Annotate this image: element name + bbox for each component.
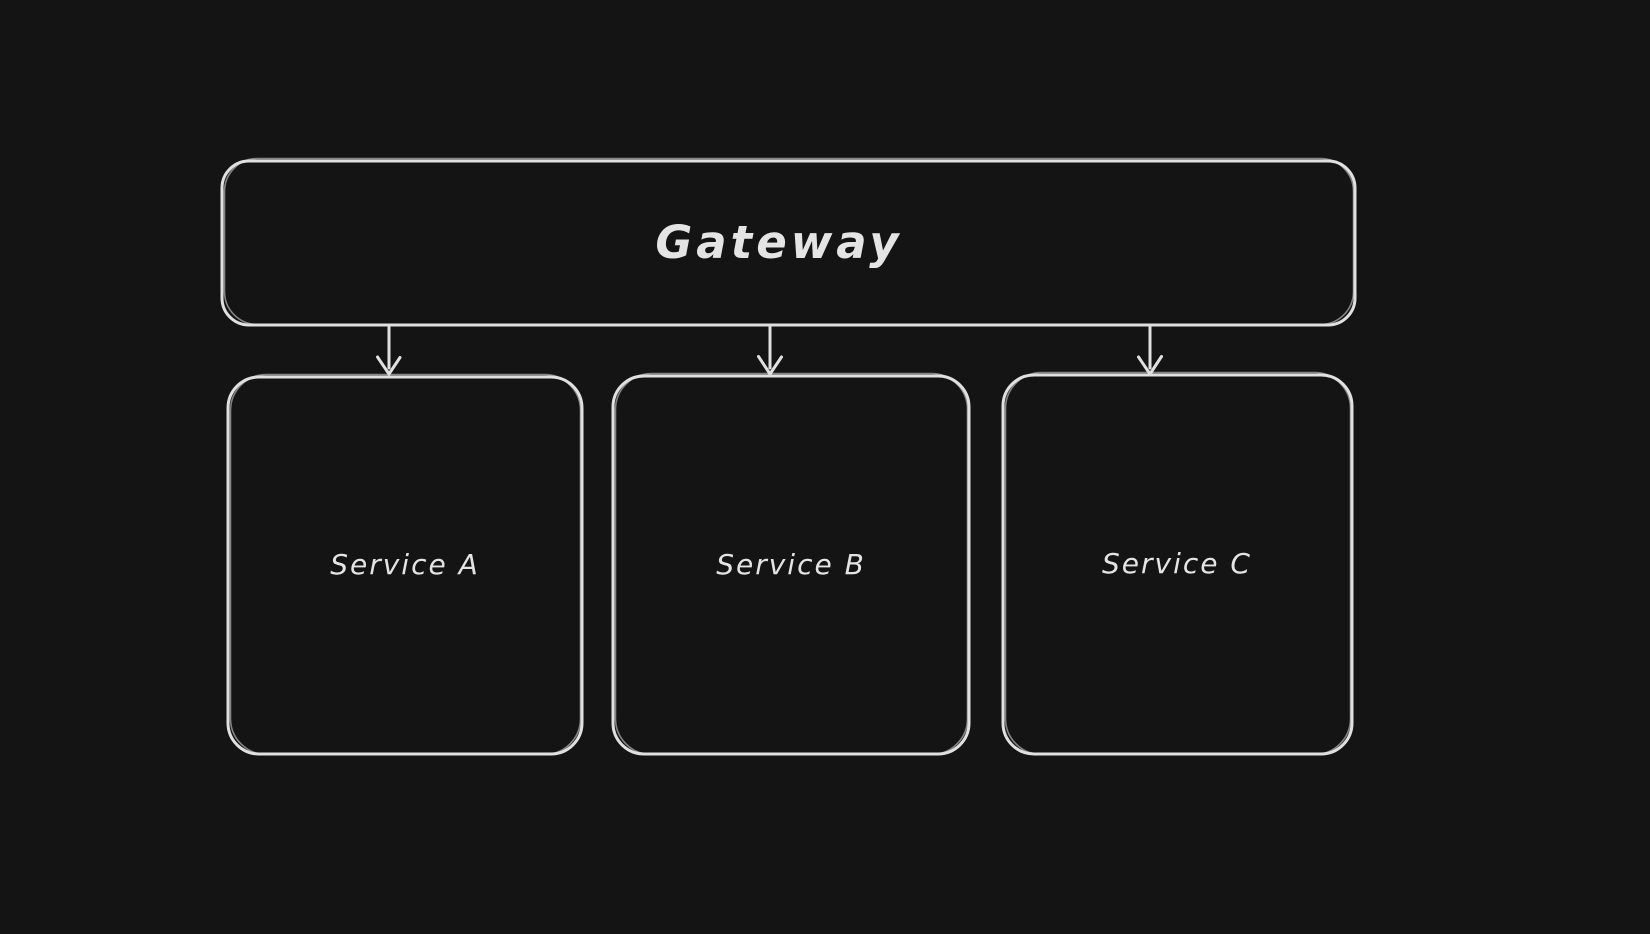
gateway-box-echo [223,157,1355,326]
edge-gateway-service-c[interactable] [1137,325,1163,376]
node-service-c[interactable]: Service C [1001,371,1354,756]
service-b-box-echo [614,372,969,756]
edge-gateway-service-a[interactable] [376,325,402,376]
service-b-label: Service B [716,548,866,581]
node-gateway[interactable]: Gateway [220,157,1357,327]
service-c-label: Service C [1102,547,1252,580]
node-service-a[interactable]: Service A [226,373,584,756]
edge-gateway-service-b[interactable] [757,325,783,376]
service-a-label: Service A [330,548,480,581]
gateway-label: Gateway [655,216,902,269]
service-c-box-echo [1004,371,1352,756]
service-a-box-echo [229,373,582,756]
node-service-b[interactable]: Service B [611,372,971,756]
